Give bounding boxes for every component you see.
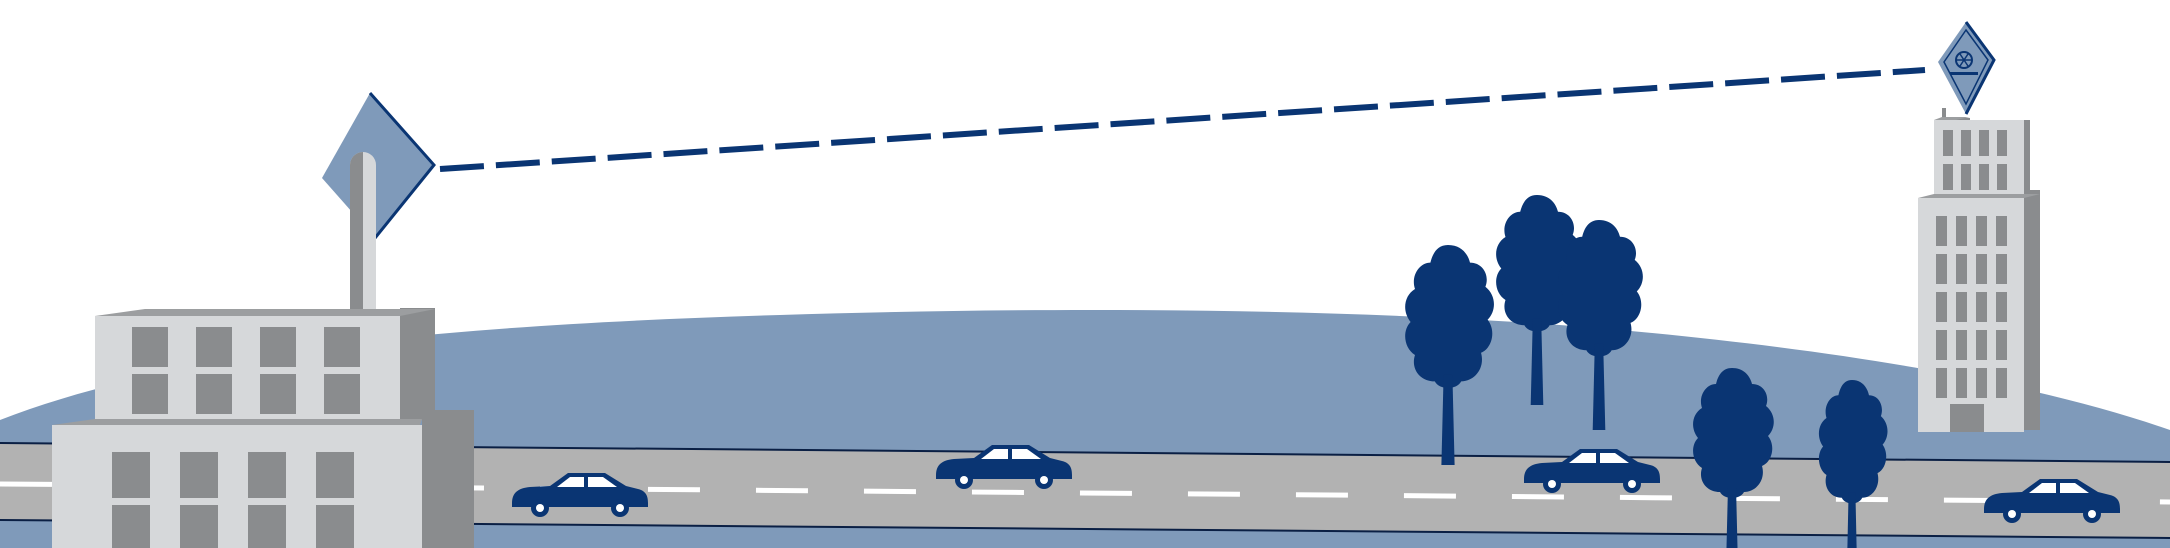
dashed-radio-link <box>439 67 1926 172</box>
microwave-antenna-logo-icon <box>1938 21 1996 115</box>
left-building <box>52 308 474 548</box>
right-building <box>1918 108 2040 432</box>
microwave-antenna-icon <box>322 92 436 309</box>
